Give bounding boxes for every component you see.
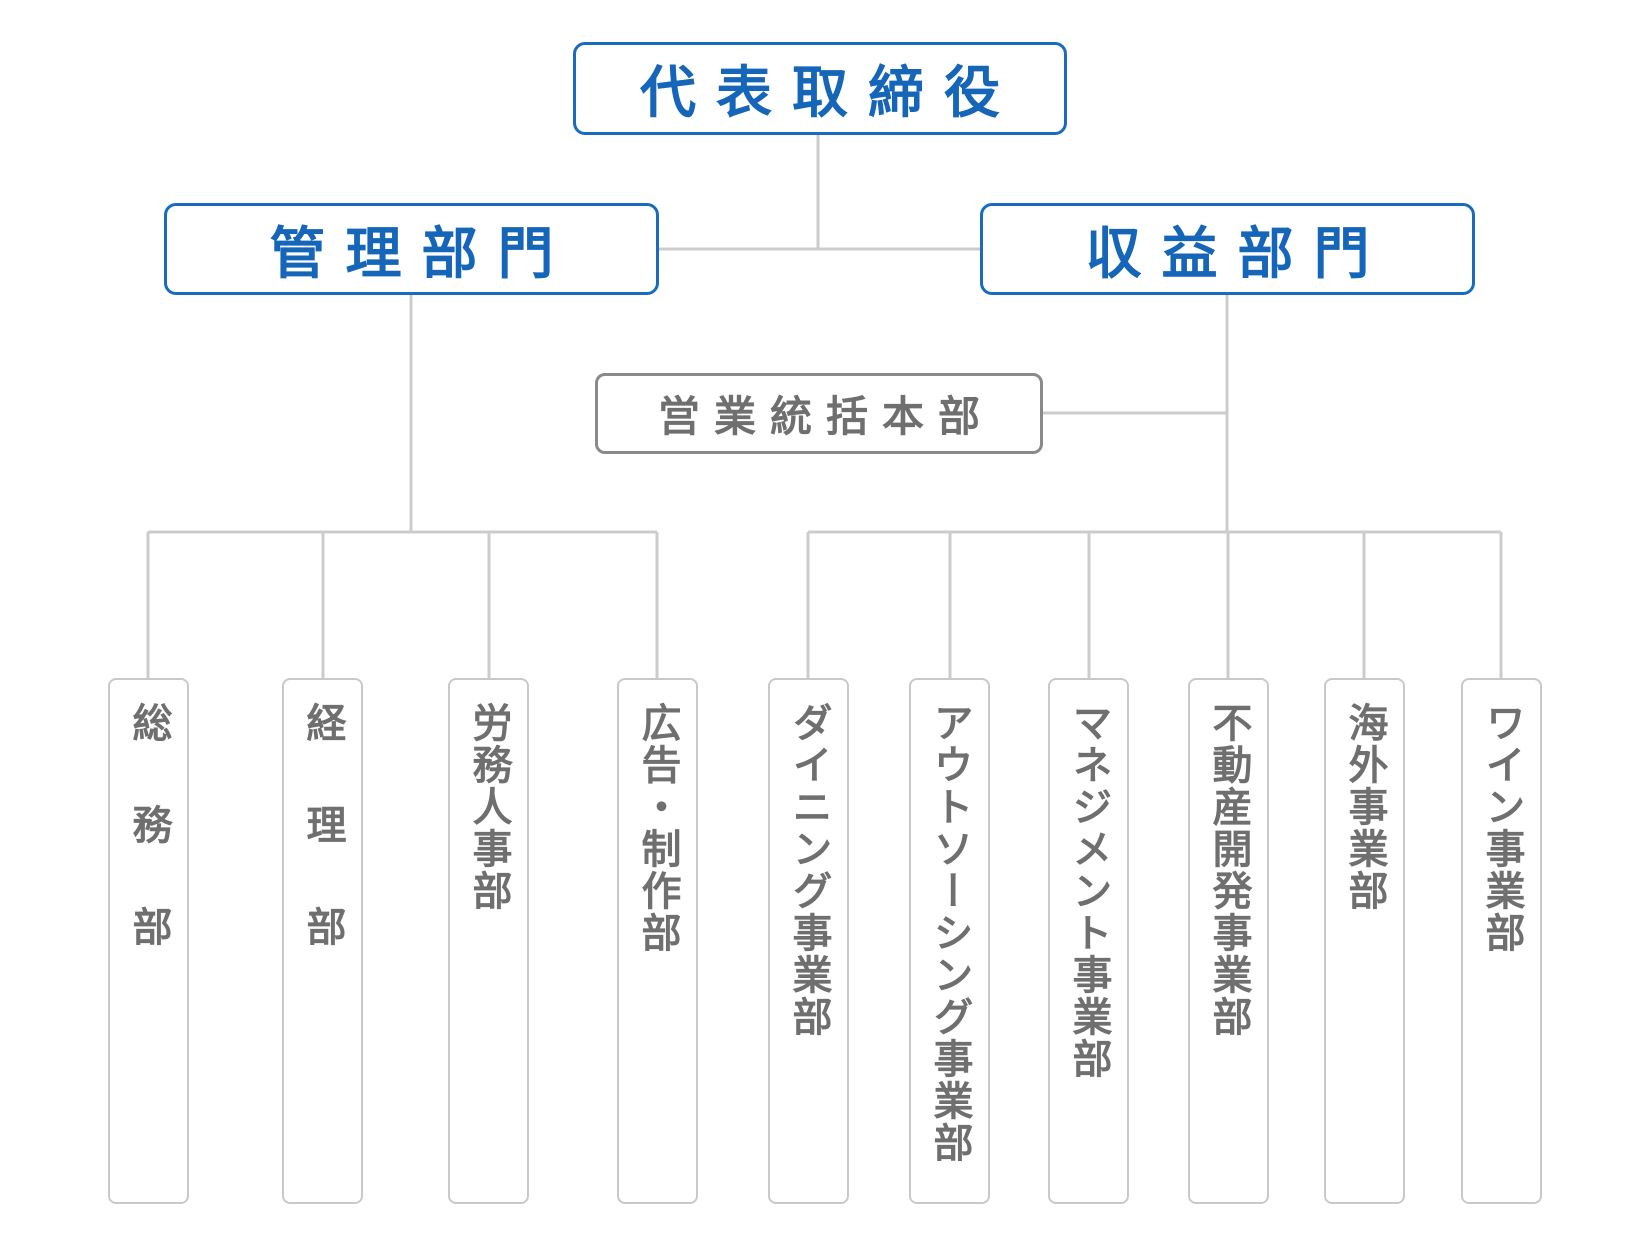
dept-label: 不動産開発事業部 — [1205, 702, 1252, 1038]
dept-wine: ワイン事業部 — [1461, 678, 1542, 1204]
dept-real-estate: 不動産開発事業部 — [1188, 678, 1269, 1204]
dept-overseas: 海外事業部 — [1324, 678, 1405, 1204]
dept-label: アウトソーシング事業部 — [926, 702, 973, 1164]
dept-label: 総務部 — [125, 702, 172, 1008]
dept-advertising-production: 広告・制作部 — [617, 678, 698, 1204]
dept-accounting: 経理部 — [282, 678, 363, 1204]
dept-management: マネジメント事業部 — [1048, 678, 1129, 1204]
dept-general-affairs: 総務部 — [108, 678, 189, 1204]
sales-hq-label: 営業統括本部 — [657, 392, 994, 441]
sales-hq-box: 営業統括本部 — [595, 373, 1043, 454]
revenue-division-label: 収益部門 — [1085, 221, 1390, 287]
dept-labor-hr: 労務人事部 — [448, 678, 529, 1204]
dept-label: ダイニング事業部 — [785, 702, 832, 1038]
admin-division-label: 管理部門 — [269, 221, 574, 287]
dept-label: 労務人事部 — [465, 702, 512, 912]
ceo-box: 代表取締役 — [573, 42, 1067, 135]
dept-label: 海外事業部 — [1341, 702, 1388, 912]
ceo-label: 代表取締役 — [640, 61, 1020, 126]
dept-label: ワイン事業部 — [1478, 702, 1525, 954]
revenue-division-box: 収益部門 — [980, 203, 1475, 295]
dept-label: マネジメント事業部 — [1065, 702, 1112, 1080]
dept-dining: ダイニング事業部 — [768, 678, 849, 1204]
dept-outsourcing: アウトソーシング事業部 — [909, 678, 990, 1204]
dept-label: 経理部 — [299, 702, 346, 1008]
dept-label: 広告・制作部 — [634, 702, 681, 954]
admin-division-box: 管理部門 — [164, 203, 659, 295]
